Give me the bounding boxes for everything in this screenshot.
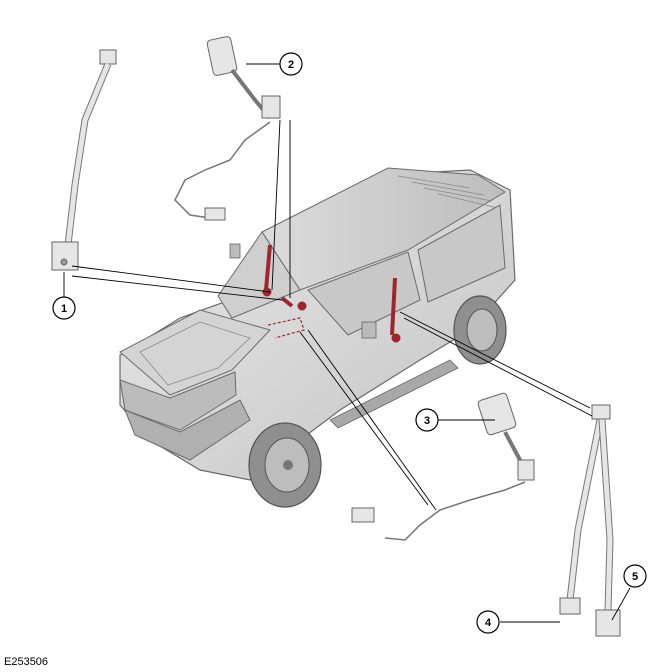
callout-1: 1 <box>52 296 76 320</box>
part-2-buckle-harness <box>174 36 281 221</box>
leader-5-callout <box>611 587 631 621</box>
leader-1a <box>71 265 271 293</box>
side-window-rear <box>417 204 506 303</box>
mirror-right <box>361 321 377 339</box>
callout-4: 4 <box>476 610 500 634</box>
side-window-front <box>307 251 421 336</box>
part-3-buckle-harness <box>351 392 535 541</box>
callout-1-label: 1 <box>61 303 67 315</box>
callout-2-label: 2 <box>288 59 294 71</box>
callout-3: 3 <box>415 408 439 432</box>
leader-1b <box>71 275 283 301</box>
highlight-harness <box>267 317 305 339</box>
bonnet-panel <box>139 321 251 386</box>
part-4-5-seat-belt-right <box>559 404 621 637</box>
highlighted-belts <box>262 244 401 343</box>
leader-3b <box>307 329 437 511</box>
callout-2: 2 <box>279 52 303 76</box>
highlight-left-belt <box>264 244 272 291</box>
rear-wheel <box>453 295 507 365</box>
figure-id: E253506 <box>4 656 49 668</box>
front-wheel <box>248 422 322 508</box>
side-step <box>329 359 459 429</box>
vehicle <box>119 167 516 508</box>
highlight-centre <box>297 301 307 311</box>
leader-5b <box>403 317 593 417</box>
leader-5a <box>399 311 591 409</box>
leader-2a <box>271 119 281 291</box>
highlight-right-belt <box>390 277 397 336</box>
callout-3-label: 3 <box>424 415 430 427</box>
part-1-seat-belt-left <box>51 49 117 271</box>
callout-5: 5 <box>623 564 647 588</box>
leader-3a <box>299 331 429 506</box>
mirror-left <box>229 243 241 259</box>
leader-lines <box>63 63 631 623</box>
windscreen <box>217 231 301 319</box>
callout-5-label: 5 <box>632 571 638 583</box>
bonnet <box>119 309 271 396</box>
callout-4-label: 4 <box>485 617 492 629</box>
roof-slats <box>397 175 499 209</box>
highlight-right-anchor <box>391 333 401 343</box>
highlight-left-buckle <box>280 296 294 308</box>
front-bumper <box>124 399 251 461</box>
